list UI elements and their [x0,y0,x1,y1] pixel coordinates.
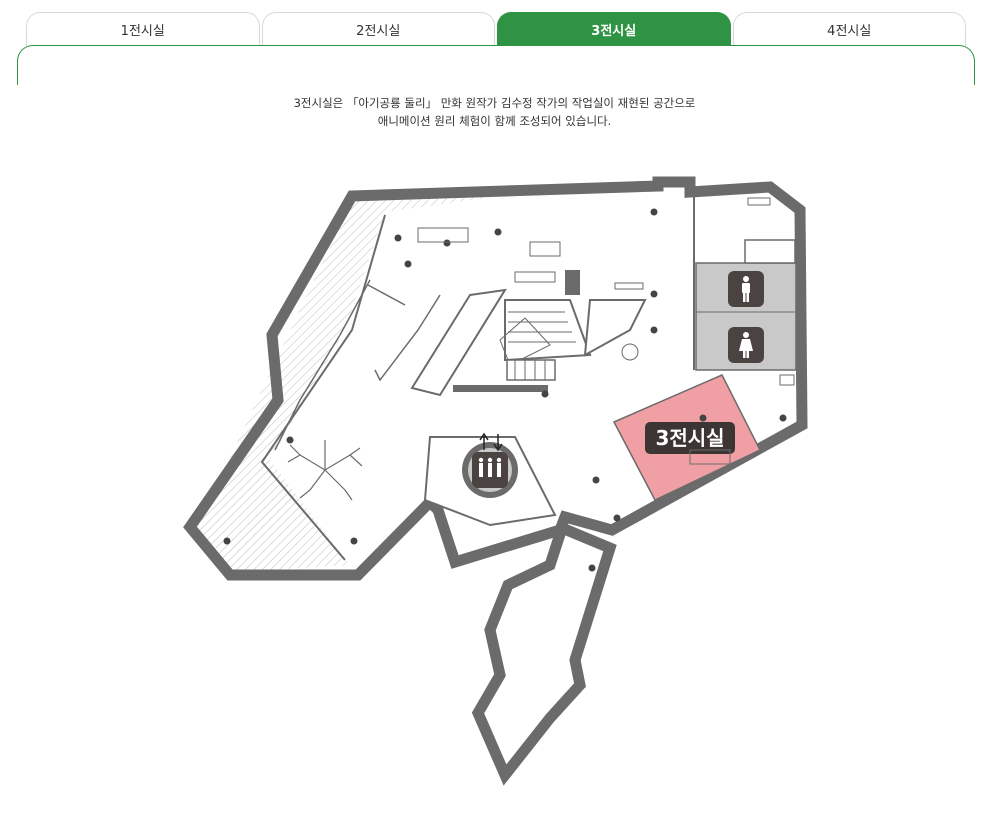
description-line-1: 3전시실은 「아기공룡 둘리」 만화 원작가 김수정 작가의 작업실이 재현된 … [293,96,696,110]
upper-gallery-wall [565,270,580,295]
elevator-arrows-icon [479,432,503,452]
large-display-platform [583,299,647,357]
inner-partition-3 [367,284,406,306]
stair-structure [499,299,592,381]
central-ramp [410,288,507,397]
corridor-divider [564,529,606,549]
hall-3-label: 3전시실 [655,426,724,450]
family-restroom-icon [462,442,518,498]
tab-hall-4[interactable]: 4전시실 [732,12,966,46]
hall-3-label-bg [645,422,735,454]
furniture-details [417,197,795,465]
inner-partition-4 [374,294,441,382]
tab-hall-3[interactable]: 3전시실 [497,12,731,46]
inner-partition [260,214,386,561]
hall-description: 3전시실은 「아기공룡 둘리」 만화 원작가 김수정 작가의 작업실이 재현된 … [0,94,989,130]
tab-panel-border [17,45,975,85]
tree-sculpture-icon [287,440,363,501]
central-wall-block [453,385,548,392]
hatched-zone [197,196,500,572]
tab-hall-2[interactable]: 2전시실 [261,12,495,46]
service-room [744,239,796,264]
male-restroom-icon [728,271,764,307]
tab-hall-1[interactable]: 1전시실 [26,12,260,46]
description-line-2: 애니메이션 원리 체험이 함께 조성되어 있습니다. [377,114,612,128]
exhibition-tabs: 1전시실 2전시실 3전시실 4전시실 [26,12,966,46]
exhibit-markers [223,208,787,572]
female-restroom-icon [728,327,764,363]
inner-partition-2 [274,279,371,451]
corridor-wall [471,520,617,786]
